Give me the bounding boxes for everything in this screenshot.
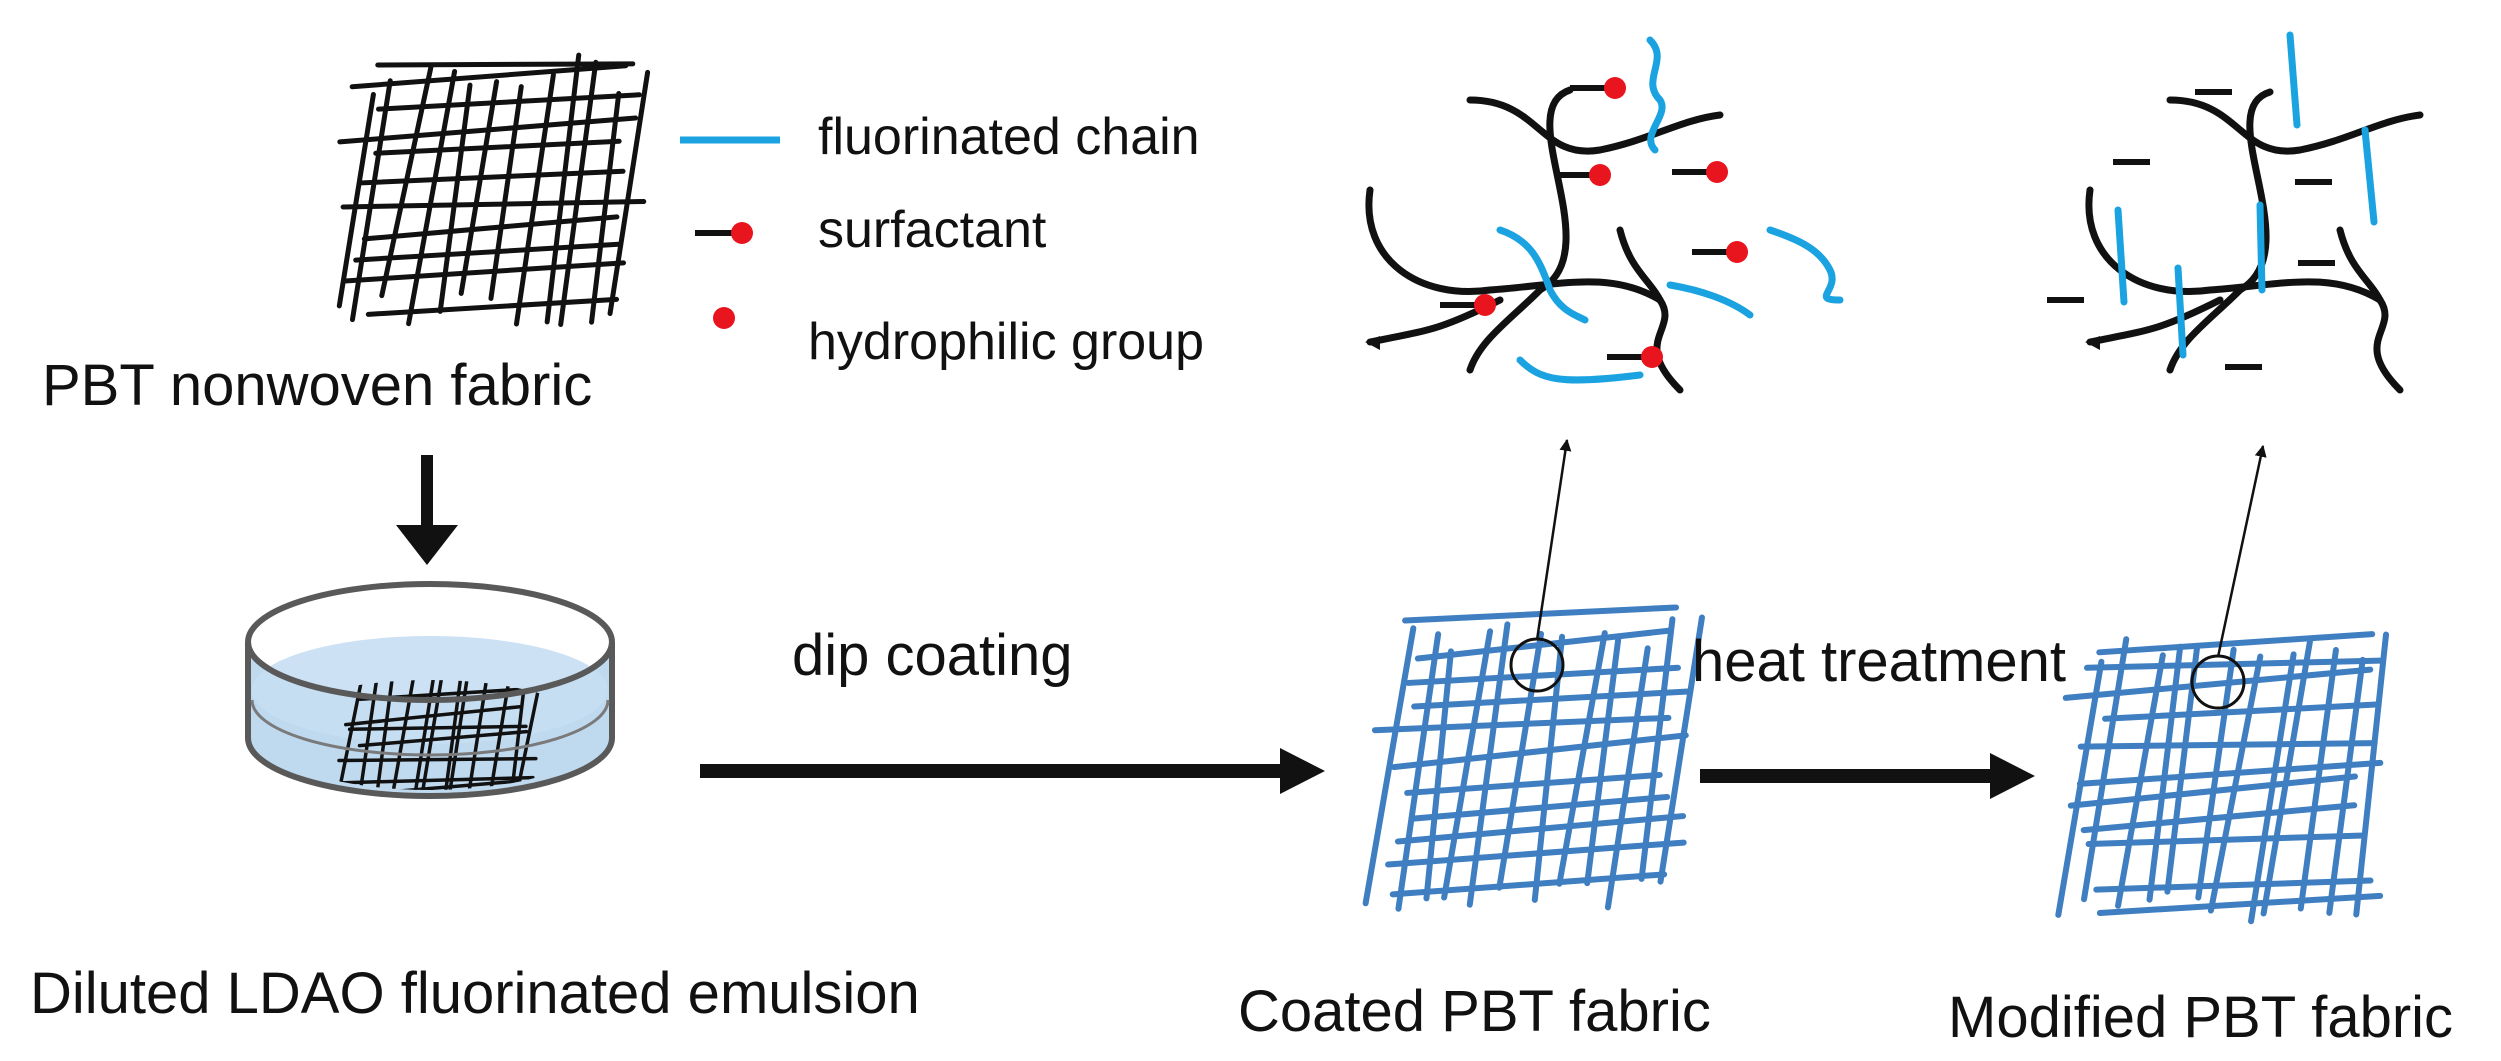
fiber (589, 91, 622, 325)
fiber (1389, 871, 1668, 898)
fiber (2093, 877, 2374, 893)
fiber (349, 63, 629, 90)
fiber (447, 680, 471, 790)
fiber (410, 680, 436, 790)
fiber (1405, 664, 1681, 686)
fiber (488, 84, 524, 301)
fiber (2077, 740, 2378, 750)
fiber (2353, 631, 2390, 918)
fiber (1395, 631, 1442, 912)
legend-surfactant-label: surfactant (818, 201, 1047, 259)
fiber (406, 68, 458, 327)
hydrophilic-group-legend-icon (713, 307, 735, 329)
heat-treatment-arrow (1700, 753, 2035, 799)
fiber (1441, 628, 1494, 901)
legend-fluorinated-chain-label: fluorinated chain (818, 108, 1200, 166)
fiber (334, 680, 369, 790)
fiber (488, 680, 513, 790)
fiber (1466, 621, 1511, 908)
legend (680, 136, 780, 329)
fiber (2096, 892, 2384, 916)
down-arrow (396, 455, 458, 565)
fiber (440, 680, 465, 790)
coated-molecular-zoom (1365, 36, 1844, 394)
zoom-pointer-coated (1535, 438, 1572, 641)
fiber (373, 680, 397, 790)
fiber (361, 214, 620, 242)
heat-treatment-label: heat treatment (1692, 629, 2066, 694)
fiber (1404, 771, 1663, 796)
coated-fabric-mesh (1362, 604, 1705, 912)
fiber (544, 52, 582, 325)
fiber (375, 61, 636, 68)
fiber (2062, 666, 2374, 701)
fiber (437, 82, 473, 314)
fiber (366, 779, 522, 790)
fiber (2102, 701, 2380, 722)
fiber (2297, 647, 2339, 912)
fiber (342, 260, 627, 284)
fiber (1496, 630, 1545, 891)
modified-molecular-zoom (2047, 31, 2424, 394)
fiber (2076, 759, 2384, 787)
fiber (464, 680, 491, 790)
petri-dish (245, 581, 615, 799)
dip-coating-label: dip coating (792, 623, 1073, 688)
modified-fabric-mesh (2055, 631, 2390, 925)
fiber (340, 199, 647, 210)
fiber (418, 680, 447, 790)
modified-fabric-label: Modified PBT fabric (1948, 985, 2454, 1050)
dip-coating-arrow (700, 748, 1325, 794)
fiber (1657, 614, 1705, 885)
fiber (1411, 688, 1692, 710)
fiber (607, 69, 651, 317)
fiber (1604, 645, 1651, 911)
fiber (1584, 633, 1622, 887)
fiber (1556, 630, 1608, 887)
fiber (2146, 643, 2184, 903)
fiber (2096, 631, 2376, 656)
fiber (2195, 646, 2237, 901)
surfactant-head-legend-icon (731, 222, 753, 244)
emulsion-label: Diluted LDAO fluorinated emulsion (30, 961, 920, 1026)
fiber (336, 91, 376, 309)
legend-hydrophilic-group-label: hydrophilic group (808, 313, 1205, 371)
fiber (2207, 653, 2264, 914)
fiber (390, 680, 418, 790)
zoom-pointer-modified (2216, 444, 2267, 658)
fiber (2055, 658, 2105, 918)
fiber (1362, 625, 1417, 907)
fiber (337, 756, 538, 763)
fiber (513, 72, 556, 327)
fiber (379, 65, 434, 299)
fiber (458, 79, 500, 296)
fiber (347, 724, 528, 732)
fiber (2248, 651, 2297, 925)
fiber (353, 241, 624, 263)
fiber (358, 168, 626, 186)
fiber (344, 704, 522, 727)
fiber (1371, 714, 1672, 734)
fiber (1414, 627, 1674, 662)
fiber (2115, 652, 2166, 909)
fiber (2080, 802, 2358, 834)
fiber (349, 78, 393, 323)
fiber (338, 775, 535, 785)
fiber (1385, 839, 1687, 868)
fiber (365, 296, 620, 317)
fiber (1638, 616, 1676, 882)
fiber (1423, 648, 1454, 902)
fiber (2260, 638, 2313, 917)
fiber (373, 138, 622, 156)
pbt-nonwoven-mesh (336, 52, 651, 328)
fiber (558, 59, 599, 328)
fiber (2326, 656, 2366, 916)
fiber (376, 92, 642, 112)
fiber (2081, 636, 2130, 903)
fiber (1410, 793, 1671, 822)
coated-fabric-label: Coated PBT fabric (1238, 979, 1711, 1044)
pbt-nonwoven-label: PBT nonwoven fabric (42, 353, 593, 418)
